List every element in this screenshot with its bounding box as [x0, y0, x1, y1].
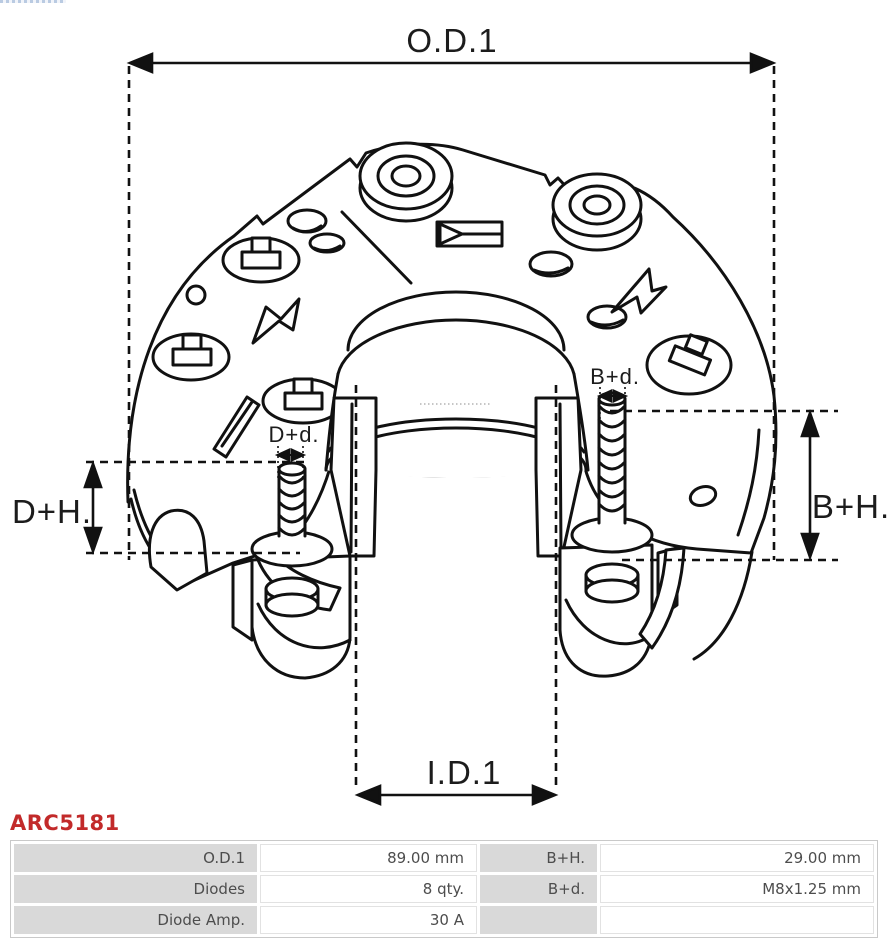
right-foot: [534, 396, 754, 678]
diode: [261, 377, 345, 425]
spec-value-bh: 29.00 mm: [600, 844, 874, 872]
spec-value-bd: M8x1.25 mm: [600, 875, 874, 903]
dim-label-dd: D+d.: [268, 422, 319, 447]
spec-label-od1: O.D.1: [14, 844, 257, 872]
left-foot: [147, 396, 378, 680]
diode: [221, 236, 301, 284]
left-threaded-stud: [277, 461, 307, 538]
diode: [645, 333, 733, 396]
page-edge-artifact: [0, 0, 66, 3]
technical-drawing: O.D.1 I.D.1 D+H. B+H. D+d. B+d.: [12, 22, 890, 806]
table-row: Diode Amp. 30 A: [14, 906, 874, 934]
dim-label-id1: I.D.1: [427, 754, 502, 791]
right-threaded-stud: [597, 391, 627, 525]
spec-value-diode-amp: 30 A: [260, 906, 477, 934]
spec-value-empty: [600, 906, 874, 934]
plate-slot: [212, 395, 261, 459]
left-stud-boss: [250, 530, 334, 568]
small-dimension-ticks: [277, 387, 626, 478]
spec-value-diodes: 8 qty.: [260, 875, 477, 903]
dim-label-dh: D+H.: [12, 493, 92, 530]
diode: [151, 332, 231, 382]
dimension-reference-lines: [86, 66, 838, 790]
dim-label-bh: B+H.: [812, 488, 890, 525]
center-bore-collar: [324, 290, 590, 478]
spec-label-bh: B+H.: [480, 844, 597, 872]
terminal-grommet-left: [358, 141, 454, 223]
terminal-grommet-right: [551, 172, 643, 252]
specs-table: O.D.1 89.00 mm B+H. 29.00 mm Diodes 8 qt…: [10, 840, 878, 938]
dimension-arrows: [83, 52, 820, 806]
spec-label-bd: B+d.: [480, 875, 597, 903]
dim-label-bd: B+d.: [590, 364, 640, 389]
plate-hole: [185, 284, 207, 306]
stamped-arrow-right: [610, 267, 668, 315]
stamped-arrow-left: [251, 297, 301, 345]
table-row: O.D.1 89.00 mm B+H. 29.00 mm: [14, 844, 874, 872]
spec-label-diode-amp: Diode Amp.: [14, 906, 257, 934]
spec-value-od1: 89.00 mm: [260, 844, 477, 872]
spec-label-empty: [480, 906, 597, 934]
table-row: Diodes 8 qty. B+d. M8x1.25 mm: [14, 875, 874, 903]
right-stud-boss: [570, 516, 654, 554]
polarity-flag: [435, 220, 504, 248]
dim-label-od1: O.D.1: [406, 22, 497, 59]
part-number: ARC5181: [10, 811, 120, 835]
spec-label-diodes: Diodes: [14, 875, 257, 903]
